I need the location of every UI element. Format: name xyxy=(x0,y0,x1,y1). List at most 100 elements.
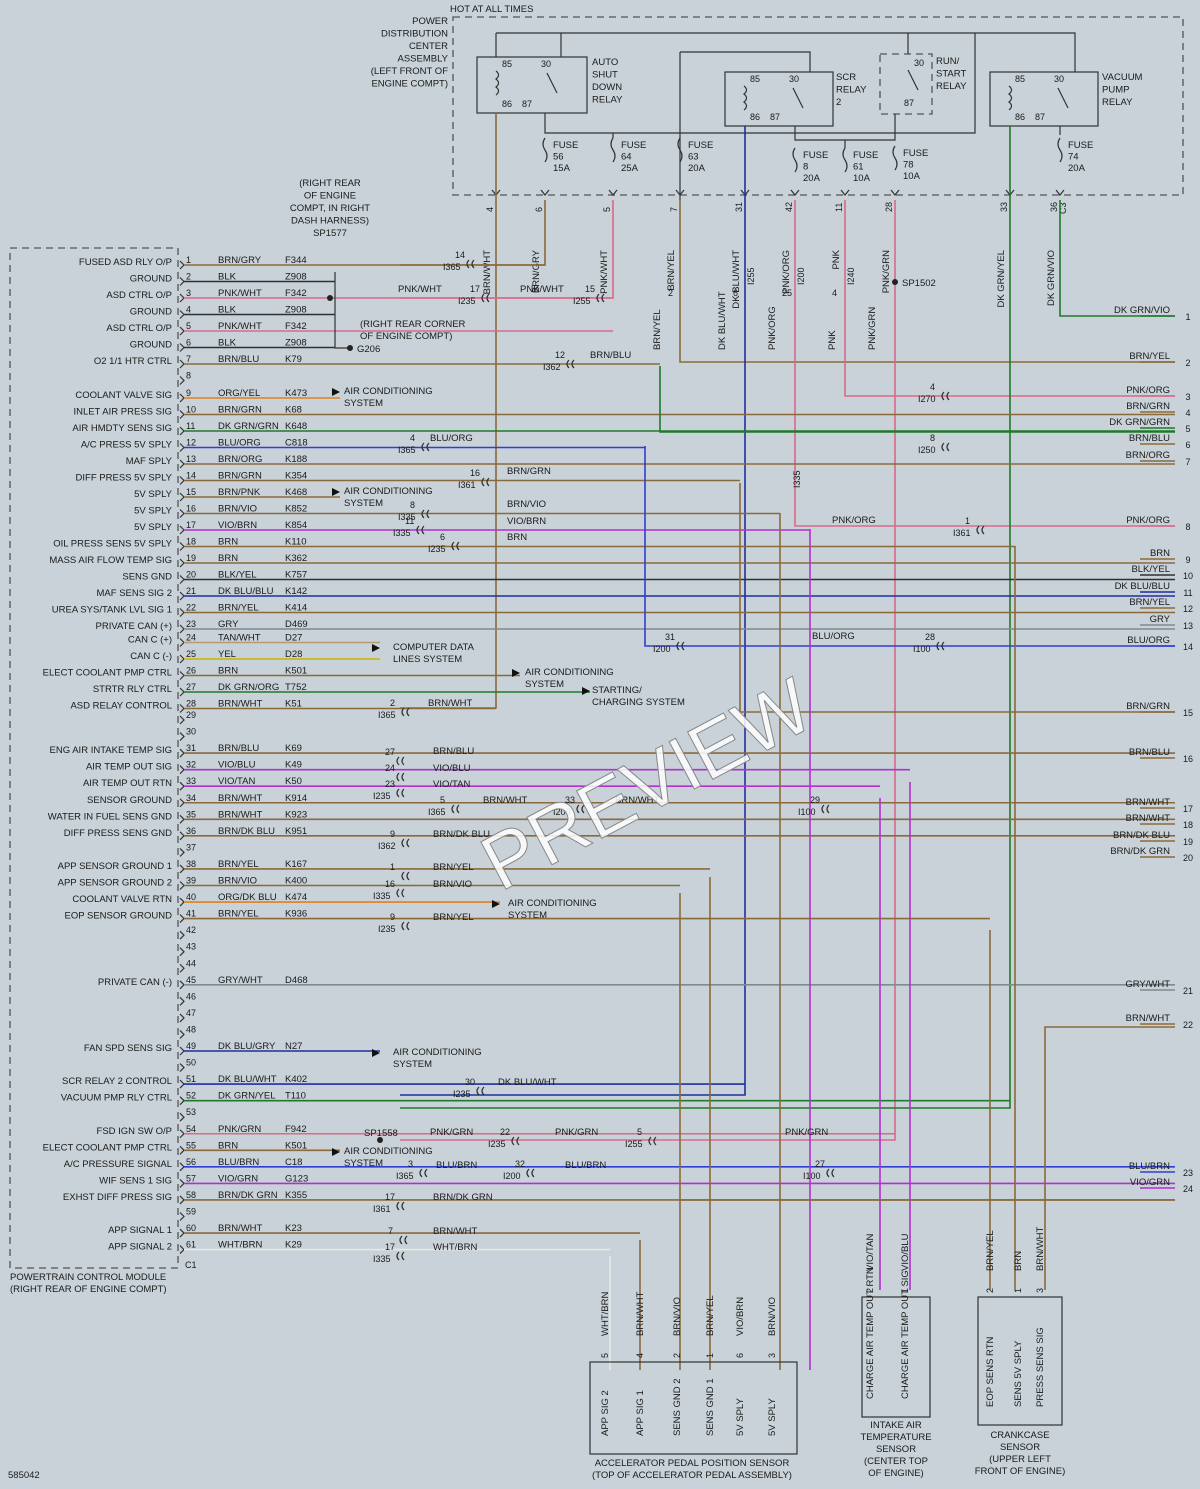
relay-contact xyxy=(546,72,558,94)
inline-connector-id: I255 xyxy=(625,1139,643,1149)
inline-connector-group: 14I36517I23515I25512I3624I36516I3618I335… xyxy=(373,250,985,1264)
branch-arrow xyxy=(332,1148,340,1156)
pcm-circuit-id: K49 xyxy=(285,760,302,771)
inline-connector-pin: 15 xyxy=(585,284,595,294)
pcm-pin-function: PRIVATE CAN (-) xyxy=(98,977,172,988)
pcm-pin-function: PRIVATE CAN (+) xyxy=(96,621,172,632)
pcm-wire-color: BRN/GRN xyxy=(218,471,262,482)
inline-connector-id: I365 xyxy=(443,262,461,272)
pcm-pin-number: 17 xyxy=(186,520,196,530)
sensor-pin: 5 xyxy=(600,1353,610,1358)
inline-connector-pin: 31 xyxy=(665,632,675,642)
inline-connector-pin: 8 xyxy=(930,433,935,443)
pcm-wire-color: PNK/WHT xyxy=(218,288,262,299)
relay-pin: 86 xyxy=(750,112,760,122)
fuse-label: 64 xyxy=(621,152,632,163)
pcm-pin-function: ELECT COOLANT PMP CTRL xyxy=(43,1142,172,1153)
relay-pin: 30 xyxy=(789,74,799,84)
inline-connector-symbol xyxy=(596,293,605,303)
inline-connector-id: I250 xyxy=(918,445,936,455)
pcm-wire-color: BRN/WHT xyxy=(218,1223,263,1234)
pdc-pin: 7 xyxy=(669,207,679,212)
fuse-group: FUSE5615AFUSE6425AFUSE6320AFUSE820AFUSE6… xyxy=(542,133,1093,184)
pcm-pin-chevron xyxy=(179,393,185,403)
pcm-circuit-id: K414 xyxy=(285,603,307,614)
pcm-wire-color: BRN/DK BLU xyxy=(218,826,275,837)
pcm-pin-number: 43 xyxy=(186,942,196,952)
pcm-pin-function: APP SIGNAL 1 xyxy=(108,1225,172,1236)
sensor-pin-function: 5V SPLY xyxy=(767,1397,778,1436)
pcm-pin-chevron xyxy=(179,687,185,697)
branch-label-line: STARTING/ xyxy=(592,685,642,696)
pcm-pin-chevron xyxy=(179,947,185,957)
wire-brn-wht xyxy=(400,113,497,709)
fuse-label: FUSE xyxy=(853,150,878,161)
pcm-pin-function: APP SENSOR GROUND 1 xyxy=(58,861,172,872)
fuse-label: FUSE xyxy=(1068,140,1093,151)
pcm-pin-number: 1 xyxy=(186,255,191,265)
sp1558-label: SP1558 xyxy=(364,1128,398,1139)
pcm-circuit-id: F342 xyxy=(285,321,307,332)
branch-label-line: SYSTEM xyxy=(344,498,383,509)
wire-pnk-grn xyxy=(400,200,896,1141)
pcm-pin-chevron xyxy=(179,914,185,924)
pcm-pin-number: 54 xyxy=(186,1124,196,1134)
inline-connector-pin: 33 xyxy=(565,795,575,805)
relay-pin: 86 xyxy=(502,99,512,109)
pcm-pin-function: ENG AIR INTAKE TEMP SIG xyxy=(50,745,172,756)
mid-wire-label: BLU/ORG xyxy=(812,631,855,642)
inline-connector-id: I270 xyxy=(918,394,936,404)
wire-route xyxy=(659,366,1175,433)
sensor-box xyxy=(861,1296,931,1418)
pcm-pin-chevron xyxy=(179,443,185,452)
relay-name: VACUUM xyxy=(1102,72,1143,83)
relay-pin: 85 xyxy=(1015,74,1025,84)
pcm-pin-number: 21 xyxy=(186,586,196,596)
pcm-circuit-id: K69 xyxy=(285,743,302,754)
pcm-pin-chevron xyxy=(179,864,185,874)
branch-arrow xyxy=(492,900,500,908)
pcm-name-label: POWERTRAIN CONTROL MODULE(RIGHT REAR OF … xyxy=(10,1272,167,1295)
mid-wire-label: VIO/BLU xyxy=(433,763,471,774)
sensor-pin: 2 xyxy=(672,1353,682,1358)
inline-connector-id: I335 xyxy=(373,891,391,901)
pdc-pin-chevron xyxy=(890,189,900,196)
pcm-pin-chevron xyxy=(179,798,185,808)
mid-wire-label: BRN/DK BLU xyxy=(433,829,490,840)
inline-connector-symbol xyxy=(399,1235,408,1245)
sensor-pin: 6 xyxy=(735,1353,745,1358)
pcm-pin-function: A/C PRESSURE SIGNAL xyxy=(64,1159,172,1170)
pcm-pin-chevron xyxy=(179,410,185,419)
sensor-name-line: CRANKCASE xyxy=(990,1430,1049,1441)
pcm-pin-number: 53 xyxy=(186,1107,196,1117)
sensor-pin-function: CHARGE AIR TEMP OUT RTN xyxy=(865,1267,876,1399)
vertical-wire-label: PNK xyxy=(831,249,842,269)
branch-label-line: COMPUTER DATA xyxy=(393,642,475,653)
pcm-wire-color: BRN/VIO xyxy=(218,504,257,515)
wire-brn-gry xyxy=(400,200,546,266)
right-output-color: BLU/BRN xyxy=(1129,1161,1170,1172)
pcm-pin-number: 60 xyxy=(186,1223,196,1233)
rr-engine-label-line: COMPT, IN RIGHT xyxy=(290,203,370,214)
inline-connector-pin: 4 xyxy=(410,433,415,443)
branch-label-line: AIR CONDITIONING xyxy=(525,667,614,678)
mid-wire-label: BRN/WHT xyxy=(615,795,660,806)
fuse-label: 8 xyxy=(803,162,808,173)
right-output-number: 8 xyxy=(1185,522,1190,532)
inline-connector-symbol xyxy=(648,1136,657,1146)
inline-connector-id: I361 xyxy=(458,480,476,490)
inline-connector-pin: 6 xyxy=(440,532,445,542)
relay-name: SCR xyxy=(836,72,856,83)
inline-connector-symbol xyxy=(826,1168,835,1178)
pcm-circuit-id: K400 xyxy=(285,876,307,887)
inline-connector-symbol xyxy=(419,1168,428,1178)
inline-connector-id: I200 xyxy=(503,1171,521,1181)
ground-bus xyxy=(334,272,350,349)
inline-connector-id: I335 xyxy=(373,1254,391,1264)
wire-route xyxy=(644,446,1175,647)
